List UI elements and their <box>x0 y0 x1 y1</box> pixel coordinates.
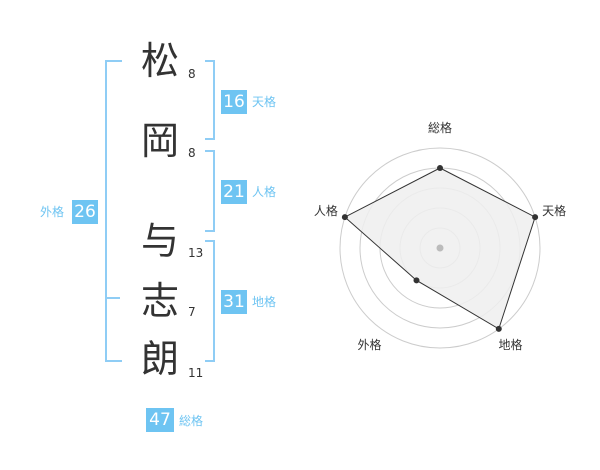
radar-axis-label-2: 天格 <box>542 203 566 218</box>
gaikaku-value: 26 <box>72 200 98 224</box>
radar-point-3 <box>495 325 502 332</box>
radar-center-dot <box>436 244 444 252</box>
radar-ring-5 <box>339 147 541 349</box>
radar-points <box>341 165 539 332</box>
gaikaku-label: 外格 <box>40 205 65 219</box>
name-char-4: 志 <box>140 279 179 323</box>
radar-point-1 <box>437 165 443 171</box>
stroke-count-4: 7 <box>188 305 196 319</box>
radar-axis-label-1: 総格 <box>428 120 452 135</box>
name-char-5: 朗 <box>140 337 179 381</box>
chikaku-value: 31 <box>221 290 247 314</box>
stroke-count-2: 8 <box>188 146 196 160</box>
soukaku-value: 47 <box>146 408 174 432</box>
name-char-2: 岡 <box>140 119 179 163</box>
chikaku-label: 地格 <box>252 295 277 309</box>
chikaku-bracket <box>205 240 215 362</box>
jinkaku-bracket <box>205 150 215 232</box>
gaikaku-bracket-tick <box>105 297 120 299</box>
radar-axis-label-5: 人格 <box>314 203 338 218</box>
tenkaku-bracket <box>205 60 215 140</box>
radar-point-5 <box>341 214 348 221</box>
soukaku-label: 総格 <box>179 414 204 428</box>
gaikaku-bracket <box>105 60 122 362</box>
radar-point-4 <box>413 277 420 284</box>
radar-axis-label-3: 地格 <box>499 337 523 352</box>
radar-point-2 <box>532 214 539 221</box>
tenkaku-value: 16 <box>221 90 247 114</box>
radar-axis-label-4: 外格 <box>357 337 381 352</box>
name-char-1: 松 <box>140 39 179 83</box>
stroke-count-1: 8 <box>188 67 196 81</box>
stroke-count-5: 11 <box>188 366 204 380</box>
stroke-count-3: 13 <box>188 246 204 260</box>
jinkaku-value: 21 <box>221 180 247 204</box>
name-char-3: 与 <box>140 219 179 263</box>
jinkaku-label: 人格 <box>252 185 277 199</box>
tenkaku-label: 天格 <box>252 95 277 109</box>
